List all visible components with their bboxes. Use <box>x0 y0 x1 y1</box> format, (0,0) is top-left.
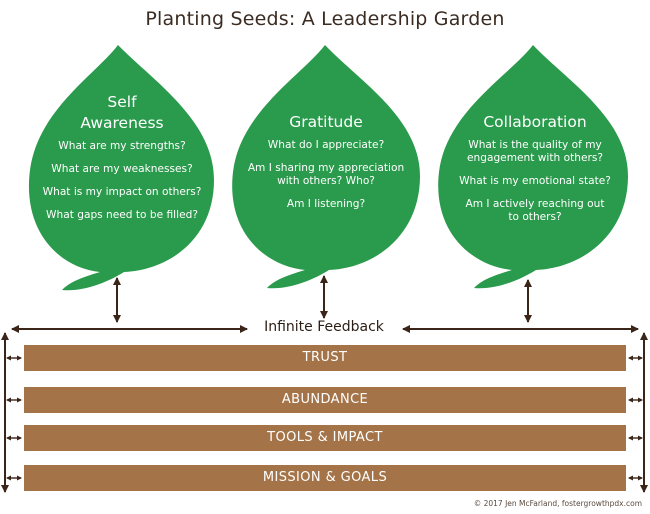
feedback-label: Infinite Feedback <box>249 319 399 335</box>
leaf-gratitude <box>232 45 420 289</box>
leaf-question: What is my emotional state? <box>459 175 611 187</box>
foundation-bar-mission-goals: MISSION & GOALS <box>24 465 626 491</box>
leaf-text-collaboration: Collaboration What is the quality of my … <box>450 112 620 234</box>
leaf-shape <box>232 45 420 289</box>
leaf-question: What is the quality of my engagement wit… <box>467 139 603 164</box>
leaf-question: What are my strengths? <box>58 140 186 152</box>
leaf-collaboration <box>438 45 628 289</box>
leaf-question: What do I appreciate? <box>267 139 385 151</box>
leaf-text-gratitude: Gratitude What do I appreciate? Am I sha… <box>240 112 412 221</box>
leaf-question: What gaps need to be filled? <box>46 209 198 221</box>
foundation-bar-abundance: ABUNDANCE <box>24 387 626 413</box>
leaf-shape <box>28 45 215 291</box>
leaf-self-awareness <box>28 45 215 291</box>
leaf-question: What is my impact on others? <box>42 186 202 198</box>
leaf-question: Am I sharing my appreciation with others… <box>247 162 405 187</box>
page-title: Planting Seeds: A Leadership Garden <box>145 8 505 30</box>
leaf-title: Collaboration <box>450 112 620 133</box>
leaf-question: What are my weaknesses? <box>51 163 193 175</box>
leaf-title-line: Awareness <box>80 114 164 132</box>
leaf-title: Self Awareness <box>34 92 210 134</box>
leaf-title-line: Gratitude <box>289 113 363 131</box>
leaf-title-line: Collaboration <box>483 113 587 131</box>
leaf-shape <box>438 45 628 289</box>
leaf-question: Am I actively reaching out to others? <box>465 198 605 223</box>
leaf-title: Gratitude <box>240 112 412 133</box>
leaf-text-self-awareness: Self Awareness What are my strengths? Wh… <box>34 92 210 232</box>
leaf-title-line: Self <box>107 93 137 111</box>
foundation-bar-trust: TRUST <box>24 345 626 371</box>
copyright-notice: © 2017 Jen McFarland, fostergrowthpdx.co… <box>473 499 642 508</box>
leaf-question: Am I listening? <box>286 198 366 210</box>
foundation-bar-tools-impact: TOOLS & IMPACT <box>24 425 626 451</box>
